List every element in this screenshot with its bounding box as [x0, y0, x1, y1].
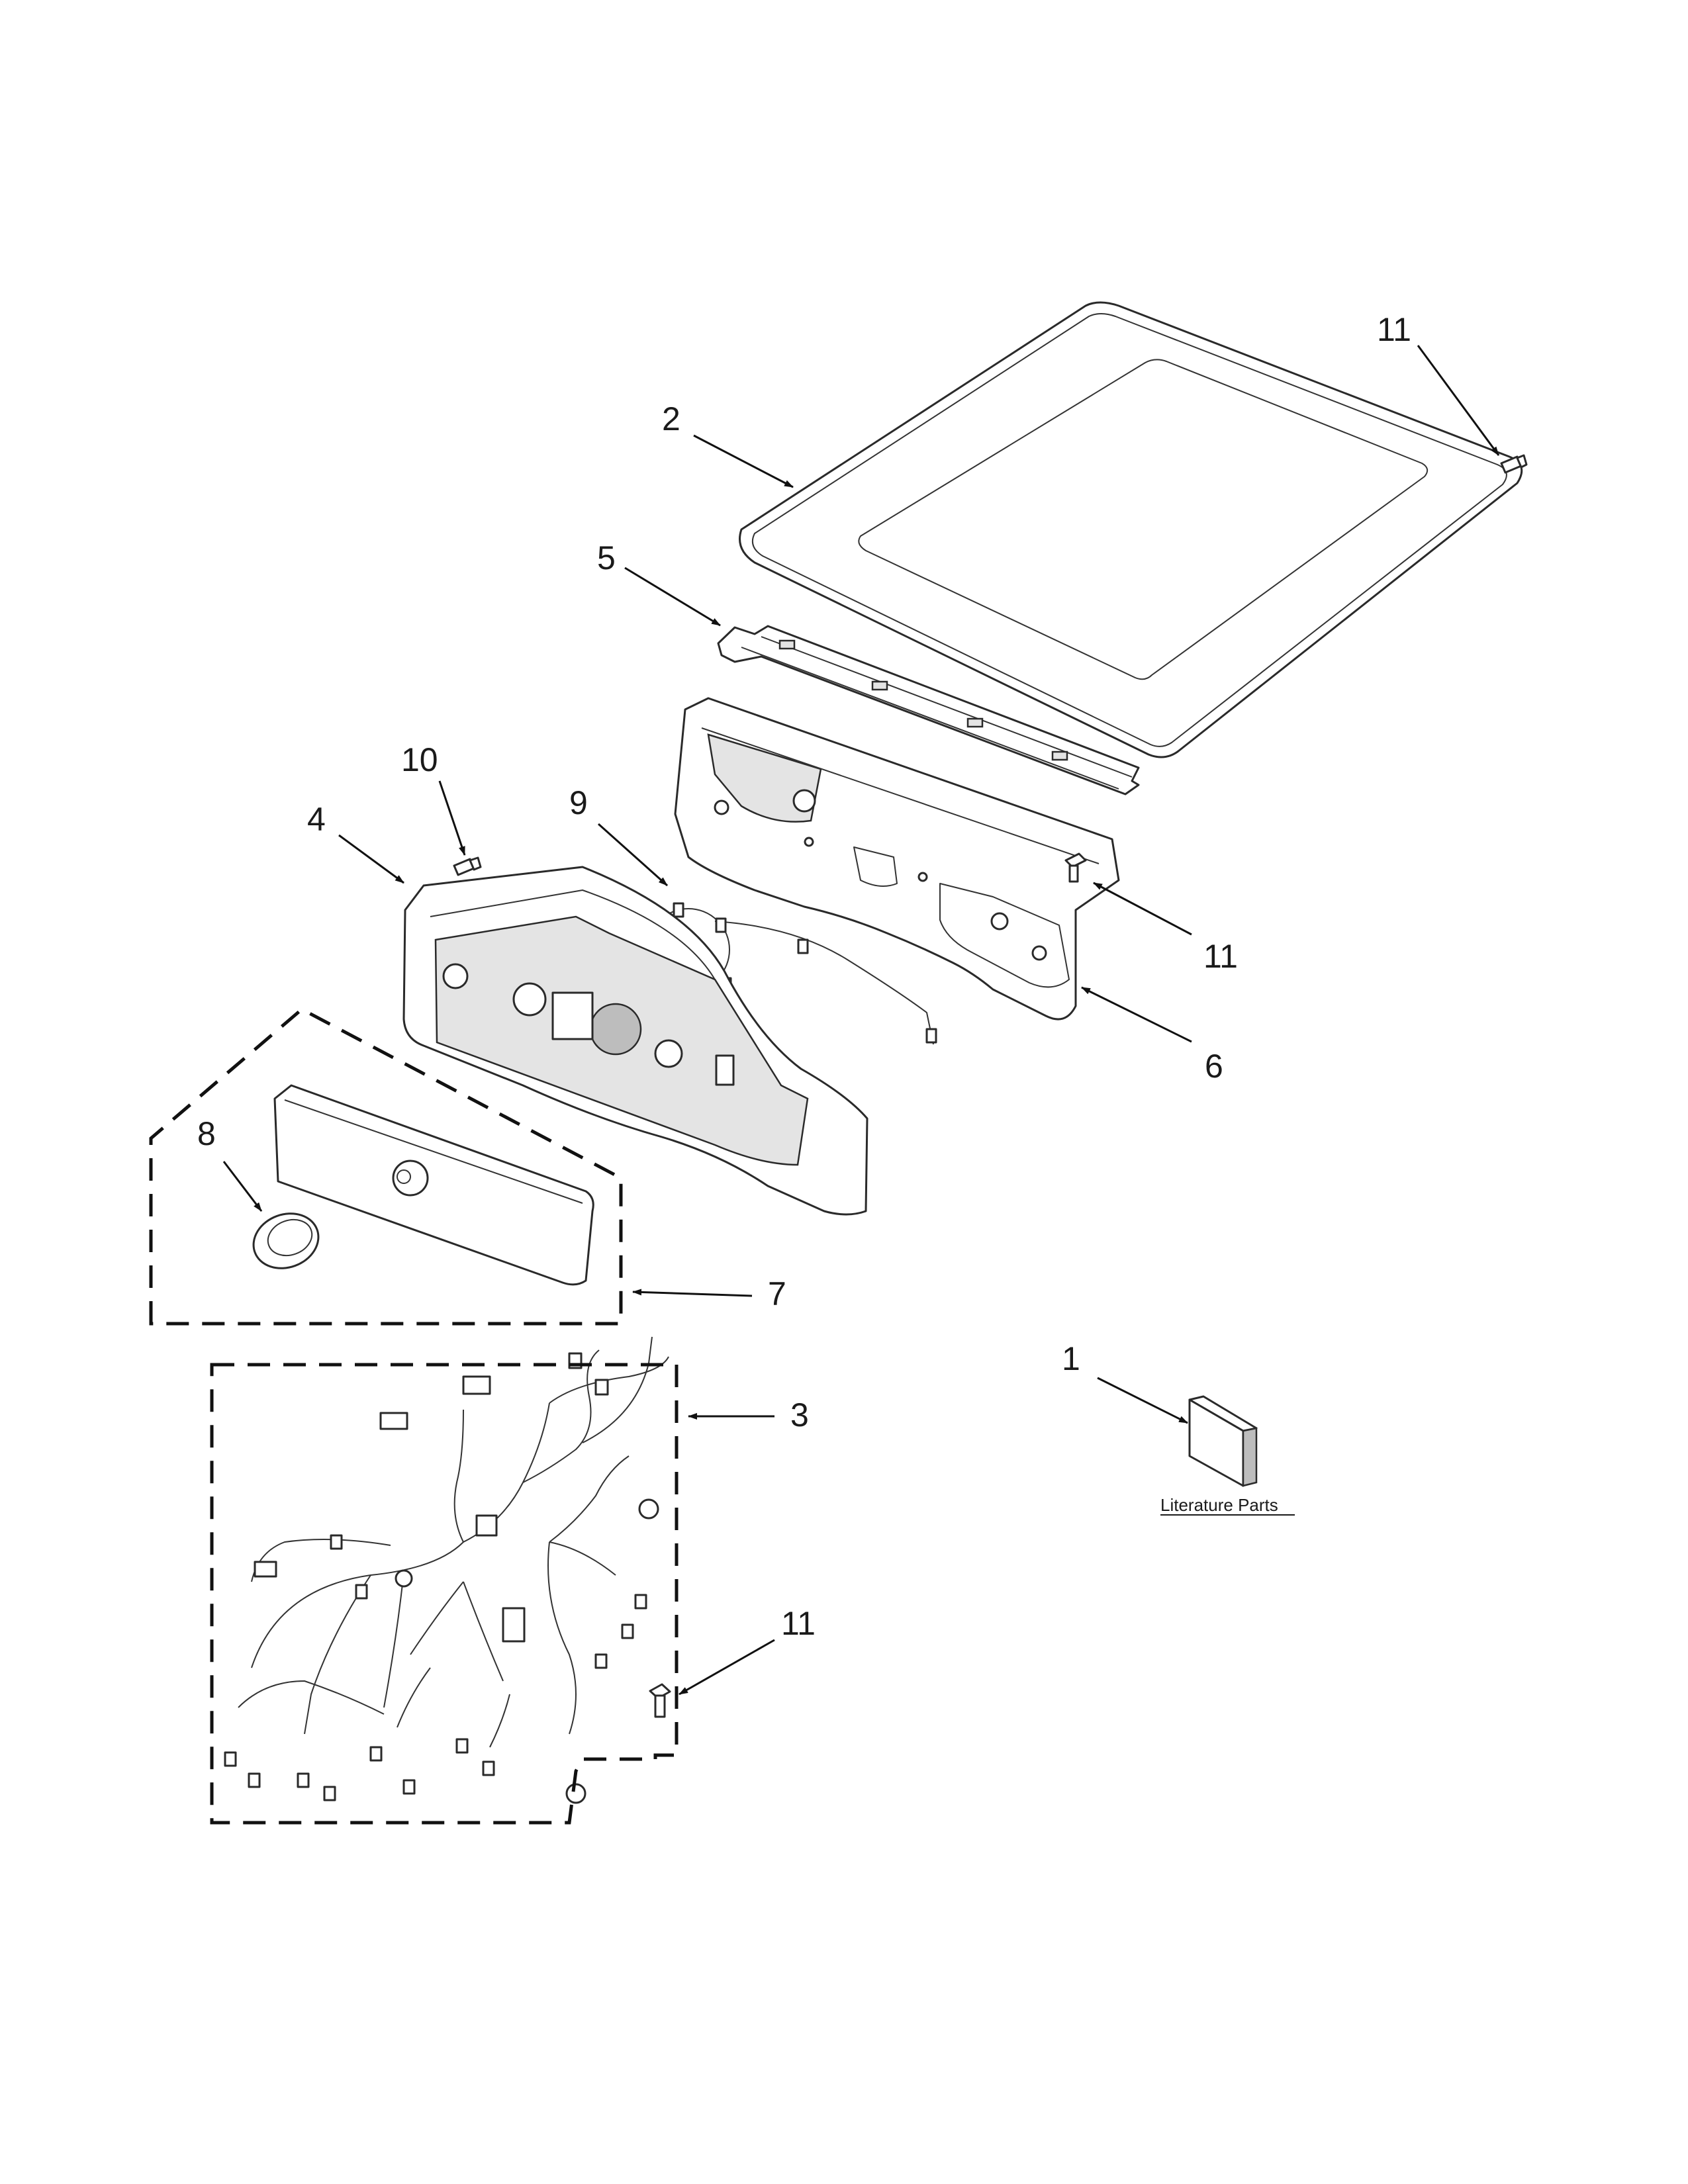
- leader-arrow-6: [1081, 986, 1192, 1043]
- callout-6: 6: [1205, 1048, 1223, 1085]
- leader-arrow-2: [693, 434, 794, 488]
- console-overlay-part: [273, 1084, 594, 1286]
- bracket-part: [717, 625, 1140, 796]
- callout-11-top: 11: [1377, 311, 1411, 348]
- leader-arrow-8: [222, 1161, 263, 1212]
- callout-8: 8: [197, 1115, 216, 1152]
- literature-parts-part: [1188, 1395, 1258, 1487]
- callout-7: 7: [768, 1275, 786, 1312]
- leader-arrow-9: [598, 823, 668, 887]
- group-3-dashed-boundary: [210, 1363, 679, 1825]
- literature-parts-label: Literature Parts: [1160, 1495, 1278, 1515]
- callout-5: 5: [597, 539, 616, 576]
- knob-part: [252, 1212, 320, 1269]
- group-7-dashed-boundary: [149, 1007, 623, 1326]
- leader-arrow-11-bottom: [679, 1639, 775, 1696]
- screw-part-11-bottom: [649, 1683, 671, 1718]
- main-wire-harness-part: [224, 1336, 669, 1804]
- callout-11-mid: 11: [1203, 938, 1238, 975]
- console-front-part: [402, 866, 868, 1216]
- leader-arrow-4: [338, 834, 404, 884]
- leader-arrow-7: [632, 1289, 753, 1297]
- leader-arrow-10: [438, 780, 466, 856]
- callout-numbers: 2 11 5 10 4 9 11 6 8 7 3 1 11: [197, 311, 1411, 1642]
- leader-arrow-5: [624, 567, 721, 627]
- screw-part-11-mid: [1064, 852, 1087, 883]
- callout-1: 1: [1062, 1340, 1080, 1377]
- leader-arrows: [222, 345, 1500, 1696]
- callout-2: 2: [662, 400, 680, 437]
- leader-arrow-11-mid: [1093, 882, 1192, 936]
- screw-part-10: [453, 856, 482, 876]
- callout-4: 4: [307, 801, 326, 838]
- callout-3: 3: [790, 1396, 809, 1433]
- leader-arrow-1: [1097, 1377, 1188, 1424]
- callout-10: 10: [401, 741, 438, 778]
- leader-arrow-11-top: [1417, 345, 1500, 456]
- screw-part-11-top: [1500, 454, 1528, 474]
- callout-9: 9: [569, 784, 588, 821]
- console-back-part: [674, 697, 1120, 1021]
- callout-11-bottom: 11: [781, 1605, 816, 1642]
- top-panel-part: [739, 301, 1523, 758]
